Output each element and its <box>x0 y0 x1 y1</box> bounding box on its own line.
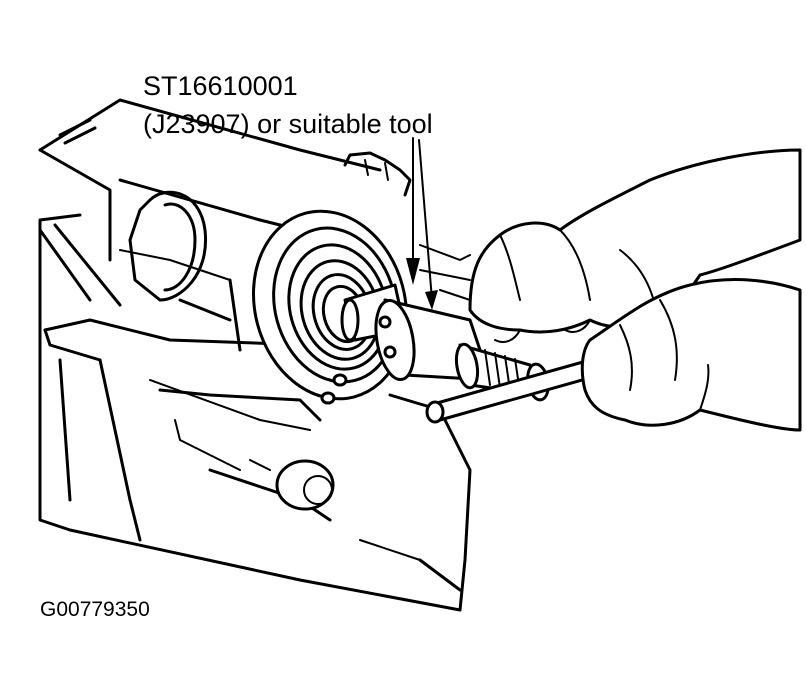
alternate-tool-label: (J23907) or suitable tool <box>143 109 433 139</box>
callout-leaders <box>406 137 438 310</box>
puller-tool <box>340 283 602 424</box>
hands <box>468 148 802 432</box>
engine-block <box>38 98 472 612</box>
part-number-label: ST16610001 <box>143 71 298 101</box>
figure-id: G00779350 <box>40 598 150 621</box>
crankshaft-flange <box>251 209 409 405</box>
